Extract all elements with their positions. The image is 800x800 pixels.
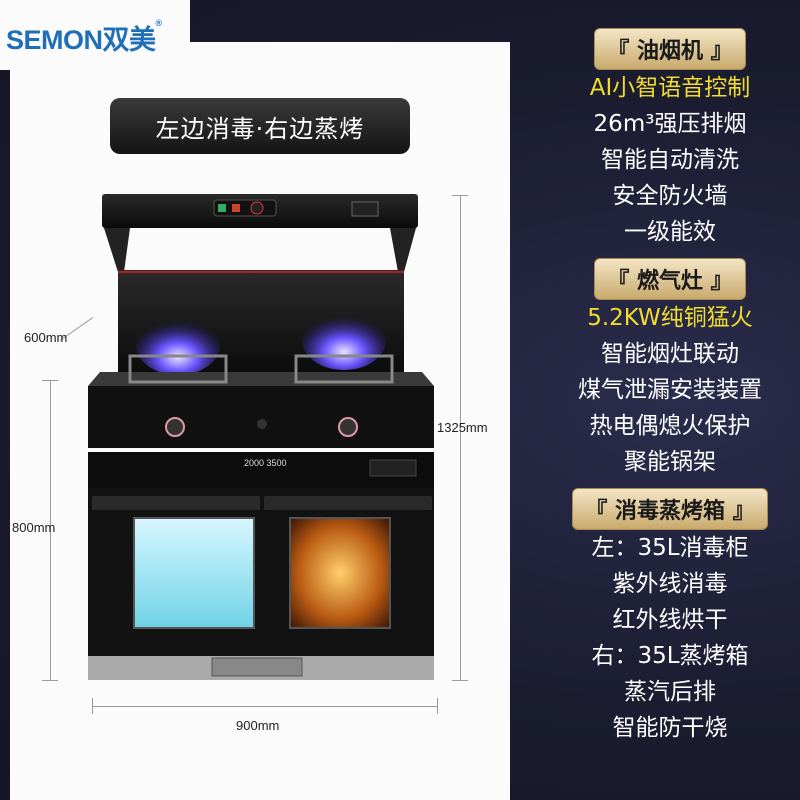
cabinet-height-label: 800mm xyxy=(12,520,56,535)
total-height-line xyxy=(460,195,461,680)
cabinet-spec-3: 红外线烘干 xyxy=(612,607,728,633)
hood-spec-3: 智能自动清洗 xyxy=(601,147,739,173)
brand-logo: SEMON双美® xyxy=(6,18,162,57)
hood-spec-2: 26m³强压排烟 xyxy=(593,111,747,137)
cabinet-spec-6: 智能防干烧 xyxy=(612,715,728,741)
registered-mark: ® xyxy=(155,18,163,28)
stove-spec-2: 智能烟灶联动 xyxy=(601,341,739,367)
hood-spec-1: AI小智语音控制 xyxy=(589,75,751,101)
brand-name: SEMON xyxy=(6,25,103,55)
cabinet-spec-2: 紫外线消毒 xyxy=(612,571,728,597)
cabinet xyxy=(88,488,434,680)
width-line xyxy=(92,706,437,707)
stove-specs: 『 燃气灶 』 5.2KW纯铜猛火 智能烟灶联动 煤气泄漏安装装置 热电偶熄火保… xyxy=(540,258,800,480)
total-height-label: 1325mm xyxy=(437,420,488,435)
hood-title: 『 油烟机 』 xyxy=(594,28,746,70)
cabinet-title: 『 消毒蒸烤箱 』 xyxy=(572,488,768,530)
cabinet-specs: 『 消毒蒸烤箱 』 左：35L消毒柜 紫外线消毒 红外线烘干 右：35L蒸烤箱 … xyxy=(540,488,800,746)
tick xyxy=(452,195,468,196)
logo-area: SEMON双美® xyxy=(0,0,190,70)
cabinet-spec-5: 蒸汽后排 xyxy=(624,679,716,705)
stove-title: 『 燃气灶 』 xyxy=(594,258,746,300)
stove-spec-3: 煤气泄漏安装装置 xyxy=(578,377,762,403)
headline-banner: 左边消毒·右边蒸烤 xyxy=(110,98,410,154)
tick xyxy=(92,698,93,714)
hood-depth-label: 600mm xyxy=(24,330,68,345)
width-label: 900mm xyxy=(236,718,280,733)
tick xyxy=(42,380,58,381)
cabinet-spec-4: 右：35L蒸烤箱 xyxy=(591,643,749,669)
gas-cooktop xyxy=(88,354,434,448)
control-display: 2000 3500 xyxy=(244,458,287,468)
stove-spec-5: 聚能锅架 xyxy=(624,449,716,475)
stove-spec-1: 5.2KW纯铜猛火 xyxy=(587,305,753,331)
control-knob-panel xyxy=(369,459,417,477)
hood-spec-5: 一级能效 xyxy=(624,219,716,245)
brand-name-cn: 双美 xyxy=(102,25,157,55)
hood-specs: 『 油烟机 』 AI小智语音控制 26m³强压排烟 智能自动清洗 安全防火墙 一… xyxy=(540,28,800,250)
stove-spec-4: 热电偶熄火保护 xyxy=(589,413,751,439)
tick xyxy=(437,698,438,714)
hood-spec-4: 安全防火墙 xyxy=(612,183,728,209)
cabinet-spec-1: 左：35L消毒柜 xyxy=(591,535,749,561)
spec-column: 『 油烟机 』 AI小智语音控制 26m³强压排烟 智能自动清洗 安全防火墙 一… xyxy=(540,28,800,754)
cabinet-height-line xyxy=(50,380,51,680)
tick xyxy=(42,680,58,681)
tick xyxy=(452,680,468,681)
